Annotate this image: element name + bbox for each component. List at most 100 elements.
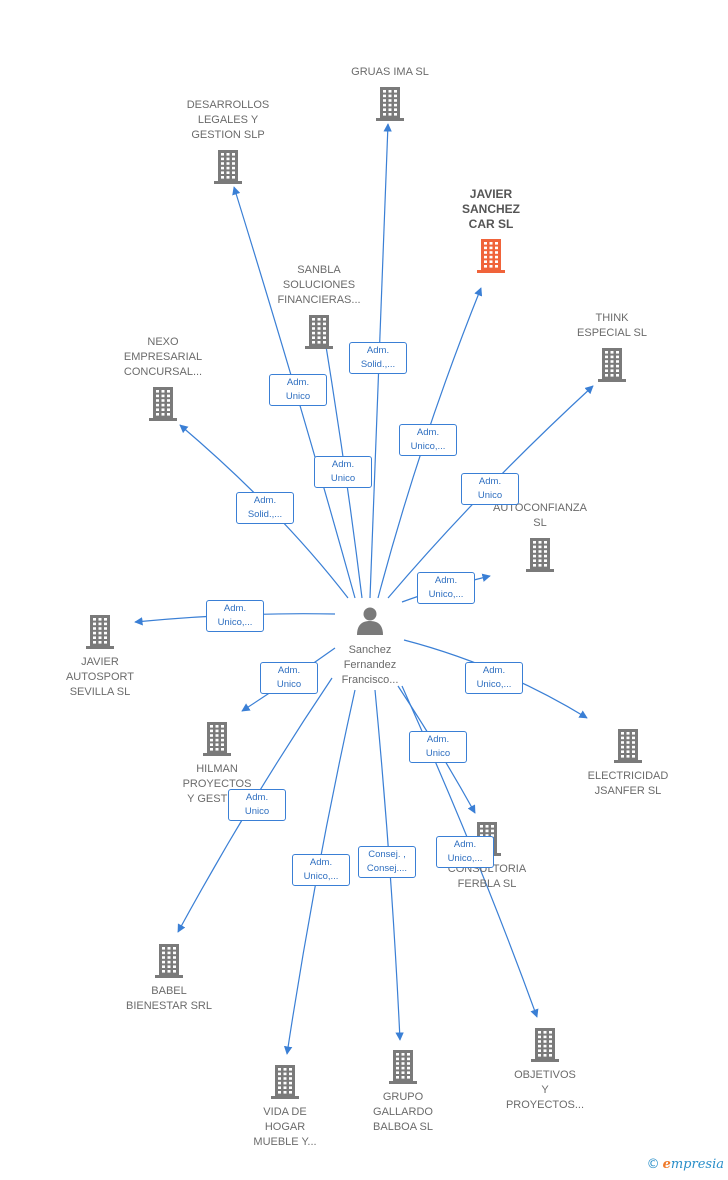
company-label-line: ESPECIAL SL [577,327,647,339]
relation-label-electricidad-jsanfer[interactable]: Adm.Unico,... [465,662,523,694]
relation-label-line: Unico,... [410,441,446,452]
building-icon [376,87,404,121]
relation-label-line: Adm. [331,459,355,470]
relation-label-desarrollos-legales[interactable]: Adm.Unico [269,374,327,406]
building-icon [155,944,183,978]
company-label-line: JAVIER [469,187,513,201]
relation-label-autoconfianza[interactable]: Adm. Unico,... [417,572,475,604]
company-label-line: BABEL [151,985,187,997]
relation-label-line: Adm. [416,427,440,438]
company-label-line: FERBLA SL [457,878,517,890]
company-label-line: OBJETIVOS [514,1069,576,1081]
relation-label-javier-autosport[interactable]: Adm.Unico,... [206,600,264,632]
relation-label-line: Adm. [277,665,301,676]
relation-label-sanbla[interactable]: Adm.Unico [314,456,372,488]
company-label-line: SOLUCIONES [282,279,356,291]
relation-label-line: Unico [276,679,302,690]
company-node-babel-bienestar[interactable]: BABEL BIENESTAR SRL [109,942,229,1014]
company-label-line: HILMAN [196,763,238,775]
building-icon [149,387,177,421]
relation-label-javier-sanchez-car[interactable]: Adm. Unico,... [399,424,457,456]
building-icon [526,538,554,572]
person-icon [357,607,383,635]
relation-label-babel-bienestar[interactable]: Adm.Unico [228,789,286,821]
relation-label-think-especial[interactable]: Adm.Unico [461,473,519,505]
relation-label-grupo-gallardo[interactable]: Consej. , Consej.... [358,846,416,878]
company-label-line: VIDA DE [263,1106,307,1118]
relation-label-line: Unico,... [476,679,512,690]
relation-label-line: Adm. [434,575,458,586]
company-label-line: Y [541,1084,549,1096]
company-label-line: BALBOA SL [373,1121,433,1133]
relation-label-line: Adm. [309,857,333,868]
building-icon [598,348,626,382]
relation-label-line: Adm. [478,476,502,487]
company-label-line: GALLARDO [373,1106,433,1118]
center-person-name: Sanchez Fernandez Francisco... [310,643,430,688]
company-label-line: SEVILLA SL [69,686,131,698]
company-label-line: JSANFER SL [594,785,662,797]
relation-label-line: Consej.... [366,863,408,874]
building-icon [271,1065,299,1099]
relation-label-line: Unico,... [303,871,339,882]
relation-label-line: Unico,... [428,589,464,600]
brand-name: mpresia [670,1157,724,1172]
company-label-line: GESTION SLP [191,129,265,141]
relation-label-line: Adm. [245,792,269,803]
empresia-brand: ©empresia [647,1157,724,1172]
relation-label-objetivos[interactable]: Adm.Unico,... [436,836,494,868]
relation-label-vida-de-hogar[interactable]: Adm. Unico,... [292,854,350,886]
relation-label-line: Adm. [253,495,277,506]
company-label: BABEL BIENESTAR SRL [109,984,229,1014]
building-icon [203,722,231,756]
building-icon [477,239,505,273]
relation-label-line: Adm. [286,377,310,388]
company-label-line: ELECTRICIDAD [587,770,669,782]
relation-label-line: Adm. [223,603,247,614]
company-label-line: SL [533,517,547,529]
company-label: AUTOCONFIANZA SL [480,501,600,531]
relation-label-nexo-empresarial[interactable]: Adm.Solid.,... [236,492,294,524]
company-label-line: AUTOCONFIANZA [493,502,587,514]
company-node-electricidad-jsanfer[interactable]: ELECTRICIDAD JSANFER SL [568,727,688,799]
company-label-line: GRUAS IMA SL [351,66,429,78]
relation-label-hilman[interactable]: Adm. Unico [260,662,318,694]
relation-label-gruas-ima[interactable]: Adm.Solid.,... [349,342,407,374]
center-person[interactable]: Sanchez Fernandez Francisco... [310,605,430,688]
company-node-autoconfianza[interactable]: AUTOCONFIANZA SL [480,501,600,572]
center-name-line: Sanchez [348,644,392,656]
relation-label-line: Adm. [366,345,390,356]
relation-label-consultoria-ferbla[interactable]: Adm. Unico [409,731,467,763]
company-label-line: BIENESTAR SRL [126,1000,212,1012]
relation-label-line: Unico [425,748,451,759]
company-label-line: CONCURSAL... [123,366,203,378]
relation-label-line: Consej. , [368,849,406,860]
relation-label-line: Adm. [453,839,477,850]
company-label-line: CAR SL [468,217,514,231]
building-icon [86,615,114,649]
relation-label-line: Adm. [426,734,450,745]
company-node-gruas-ima[interactable]: GRUAS IMA SL [330,65,450,121]
building-icon [531,1028,559,1062]
company-label-line: SANBLA [297,264,341,276]
company-label-line: EMPRESARIAL [123,351,203,363]
building-icon [389,1050,417,1084]
building-icon [305,315,333,349]
